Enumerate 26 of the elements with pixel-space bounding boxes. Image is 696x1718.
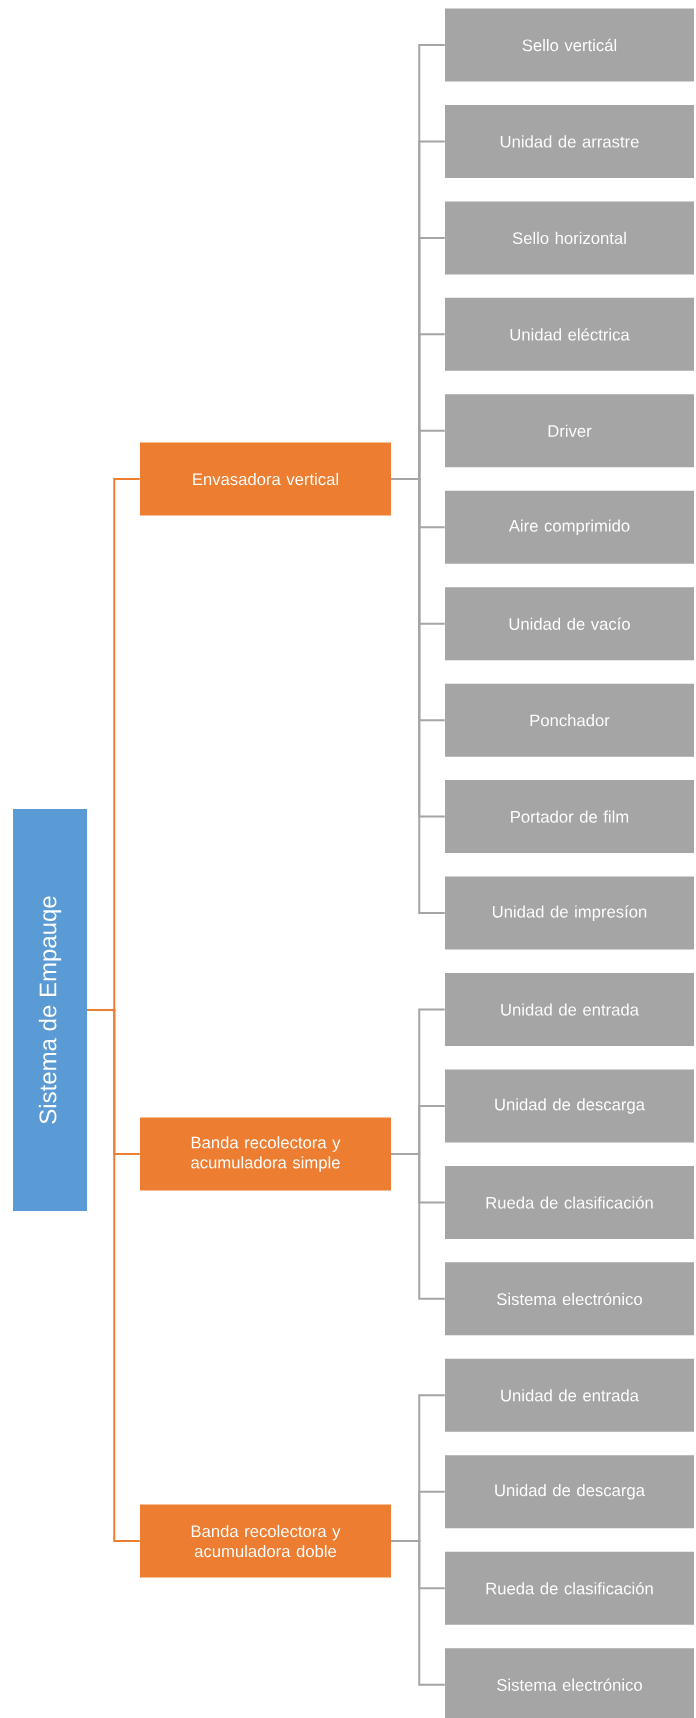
- component-box: Sello verticál: [445, 8, 694, 82]
- connector-line: [390, 478, 446, 915]
- component-box: Unidad de descarga: [445, 1455, 694, 1529]
- component-box: Sistema electrónico: [445, 1262, 694, 1336]
- component-box: Unidad de entrada: [445, 1358, 694, 1432]
- component-box: Sello horizontal: [445, 201, 694, 275]
- component-box: Unidad de arrastre: [445, 104, 694, 178]
- component-box: Unidad de impresíon: [445, 876, 694, 950]
- component-box: Unidad de descarga: [445, 1069, 694, 1143]
- component-box: Unidad eléctrica: [445, 297, 694, 371]
- connector-line: [86, 1009, 141, 1542]
- component-box: Sistema electrónico: [445, 1648, 694, 1718]
- category-box: Banda recolectora y acumuladora doble: [140, 1504, 391, 1578]
- component-box: Unidad de vacío: [445, 587, 694, 661]
- connector-line: [390, 1153, 446, 1300]
- connector-line: [390, 1540, 446, 1686]
- component-box: Aire comprimido: [445, 490, 694, 564]
- component-box: Ponchador: [445, 683, 694, 757]
- component-box: Portador de film: [445, 780, 694, 854]
- root-box: Sistema de Empauqe: [13, 809, 87, 1211]
- component-box: Rueda de clasificación: [445, 1165, 694, 1239]
- component-box: Rueda de clasificación: [445, 1551, 694, 1625]
- component-box: Unidad de entrada: [445, 973, 694, 1046]
- category-box: Envasadora vertical: [140, 442, 391, 516]
- category-box: Banda recolectora y acumuladora simple: [140, 1117, 391, 1191]
- component-box: Driver: [445, 394, 694, 468]
